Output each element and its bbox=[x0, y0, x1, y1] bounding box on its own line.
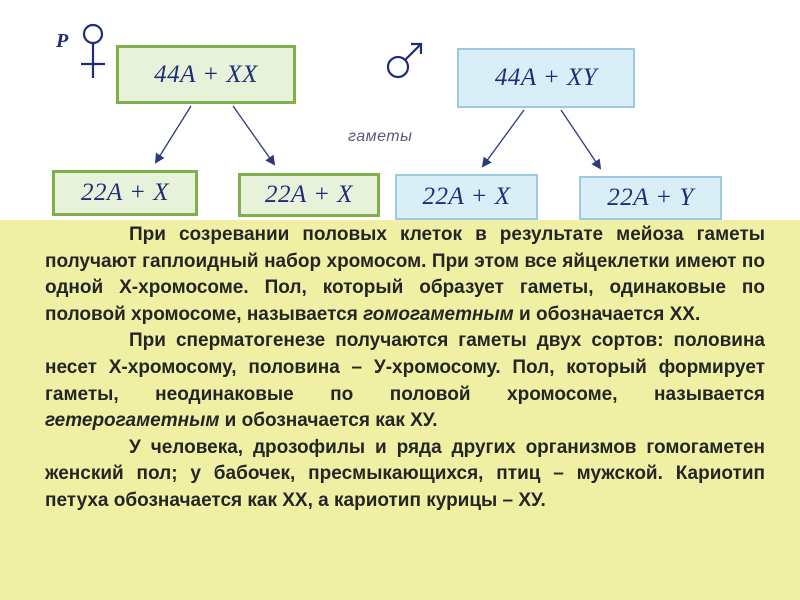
female-gamete-genotype: 22A + X bbox=[81, 179, 169, 206]
male-gamete-genotype: 22A + X bbox=[422, 183, 511, 210]
term-heterogametic: гетерогаметным bbox=[45, 410, 220, 432]
female-parent-box: 44A + XX bbox=[116, 45, 296, 104]
female-parent-genotype: 44A + XX bbox=[154, 60, 258, 88]
paragraph-heterogametic: При сперматогенезе получаются гаметы дву… bbox=[45, 330, 765, 432]
male-gamete-box: 22A + X bbox=[395, 174, 538, 220]
female-gamete-box: 22A + X bbox=[52, 170, 198, 216]
female-symbol-icon bbox=[81, 23, 105, 78]
paragraph-examples: У человека, дрозофилы и ряда других орга… bbox=[45, 436, 765, 511]
female-gamete-box: 22A + X bbox=[238, 173, 380, 217]
female-gamete-genotype: 22A + X bbox=[265, 181, 353, 208]
arrow-male-right bbox=[560, 109, 602, 170]
arrow-female-left bbox=[154, 105, 192, 164]
male-symbol-icon bbox=[386, 42, 423, 79]
male-gamete-box: 22A + Y bbox=[579, 176, 722, 220]
parent-label: P bbox=[56, 30, 69, 52]
male-parent-genotype: 44A + XY bbox=[494, 64, 598, 91]
paragraph-homogametic: При созревании половых клеток в результа… bbox=[45, 224, 765, 325]
gametes-label: гаметы bbox=[348, 128, 413, 145]
male-gamete-genotype: 22A + Y bbox=[607, 184, 694, 211]
arrows bbox=[154, 105, 602, 170]
explanation-text: При созревании половых клеток в результа… bbox=[45, 222, 765, 515]
arrow-female-right bbox=[232, 105, 276, 166]
term-homogametic: гомогаметным bbox=[363, 303, 514, 325]
male-parent-box: 44A + XY bbox=[457, 48, 635, 108]
arrow-male-left bbox=[481, 109, 525, 168]
